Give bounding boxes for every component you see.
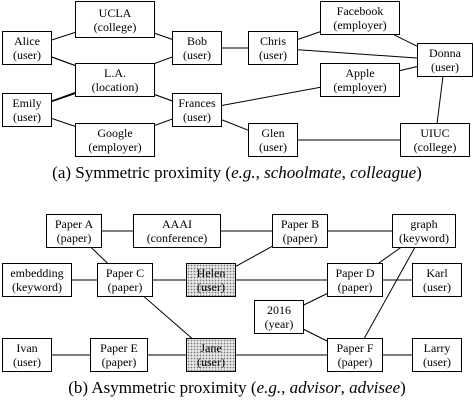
node-alice: Alice(user) [2,31,52,65]
node-jane: Jane(user) [186,338,236,372]
node-type: (college) [413,140,457,154]
node-helen: Helen(user) [186,263,236,297]
node-type: (user) [183,110,211,124]
node-paper-c: Paper C(paper) [97,263,153,297]
node-type: (paper) [337,355,373,369]
node-type: (paper) [101,355,137,369]
node-name: Alice [14,34,40,48]
node-type: (user) [423,355,451,369]
node-type: (user) [431,60,459,74]
node-type: (paper) [107,280,143,294]
node-donna: Donna(user) [417,43,473,77]
node-uiuc: UIUC(college) [400,123,470,157]
node-name: Glen [261,126,285,140]
node-name: Bob [186,34,207,48]
node-type: (user) [197,355,225,369]
node-bob: Bob(user) [172,31,222,65]
node-name: Jane [200,341,222,355]
node-type: (user) [259,140,287,154]
node-type: (user) [13,110,41,124]
node-type: (employer) [333,80,387,94]
node-la: L.A.(location) [75,63,155,97]
node-name: Facebook [336,4,384,18]
node-graph: graph(keyword) [392,214,456,248]
node-type: (user) [13,48,41,62]
node-name: Paper D [335,266,375,280]
node-type: (employer) [88,140,142,154]
node-karl: Karl(user) [412,263,462,297]
node-year2016: 2016(year) [254,300,304,334]
node-type: (employer) [333,18,387,32]
node-ucla: UCLA(college) [75,1,155,38]
node-name: Chris [259,34,286,48]
node-larry: Larry(user) [412,338,462,372]
node-apple: Apple(employer) [320,63,400,97]
node-type: (user) [423,280,451,294]
node-name: Apple [345,66,375,80]
node-name: Frances [178,96,216,110]
node-type: (user) [13,355,41,369]
node-paper-a: Paper A(paper) [46,214,102,248]
node-name: Paper F [336,341,374,355]
node-frances: Frances(user) [172,93,222,127]
node-paper-e: Paper E(paper) [90,338,148,372]
node-type: (keyword) [399,231,449,245]
caption-b: (b) Asymmetric proximity (e.g., advisor,… [68,378,406,397]
node-paper-b: Paper B(paper) [272,214,328,248]
node-type: (conference) [146,231,208,245]
node-embedding: embedding(keyword) [2,263,72,297]
node-chris: Chris(user) [248,31,298,65]
node-name: L.A. [104,66,126,80]
node-name: Donna [429,46,461,60]
node-glen: Glen(user) [248,123,298,157]
node-name: UCLA [98,5,132,20]
node-name: Ivan [16,341,38,355]
node-name: embedding [10,266,64,280]
node-type: (location) [91,80,139,94]
node-name: Karl [426,266,448,280]
caption-a: (a) Symmetric proximity (e.g., schoolmat… [52,163,422,182]
node-name: Paper E [100,341,138,355]
node-name: UIUC [420,126,450,140]
node-name: Google [97,126,133,140]
node-type: (paper) [337,280,373,294]
node-ivan: Ivan(user) [2,338,52,372]
node-name: Helen [196,266,226,280]
node-paper-f: Paper F(paper) [327,338,383,372]
node-paper-d: Paper D(paper) [327,263,383,297]
node-facebook: Facebook(employer) [320,1,400,35]
node-name: Larry [423,341,451,355]
edge-graph-paper-f [354,230,425,356]
node-type: (keyword) [12,280,62,294]
node-type: (user) [259,48,287,62]
node-name: 2016 [267,303,291,317]
node-type: (paper) [282,231,318,245]
node-name: Paper A [54,217,94,231]
node-google: Google(employer) [75,123,155,157]
node-type: (college) [93,19,137,34]
node-name: Paper C [105,266,145,280]
node-name: Paper B [280,217,320,231]
node-name: AAAI [162,217,192,231]
node-type: (user) [197,280,225,294]
node-aaai: AAAI(conference) [133,214,221,248]
node-type: (paper) [56,231,92,245]
edge-chris-donna [272,47,446,61]
node-name: graph [410,217,438,231]
node-type: (user) [183,48,211,62]
node-name: Emily [12,96,42,110]
node-type: (year) [264,317,294,331]
node-emily: Emily(user) [2,93,52,127]
